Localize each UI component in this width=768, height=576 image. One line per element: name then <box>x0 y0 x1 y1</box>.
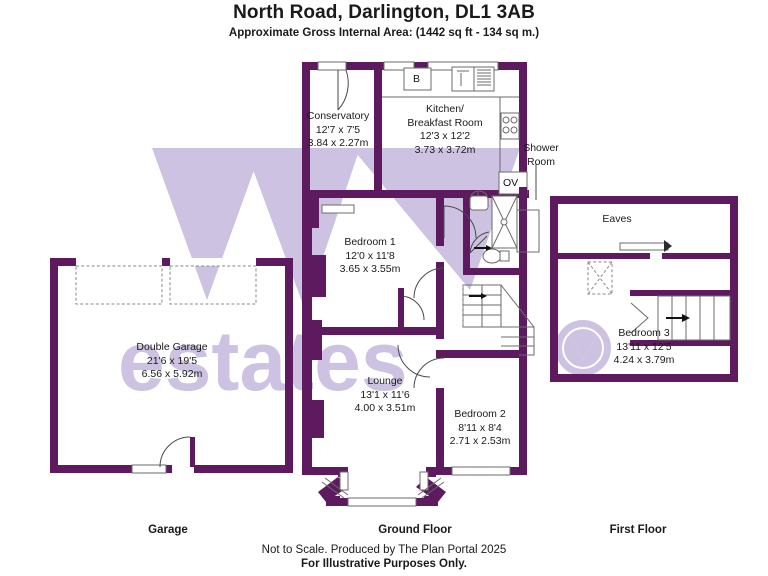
room-metric-double-garage: 6.56 x 5.92m <box>141 368 203 380</box>
room-metric-conservatory: 3.84 x 2.27m <box>307 137 369 149</box>
room-label-bedroom1: Bedroom 1 12'0 x 11'8 3.65 x 3.55m <box>310 236 430 277</box>
label-eaves: Eaves <box>588 213 646 227</box>
room-label-lounge: Lounge 13'1 x 11'6 4.00 x 3.51m <box>330 375 440 416</box>
room-label-bedroom2: Bedroom 2 8'11 x 8'4 2.71 x 2.53m <box>425 408 535 449</box>
shower-room-line2: Room <box>526 155 555 168</box>
room-metric-bedroom2: 2.71 x 2.53m <box>449 435 511 447</box>
page-title: North Road, Darlington, DL1 3AB <box>233 2 535 23</box>
room-metric-lounge: 4.00 x 3.51m <box>354 402 416 414</box>
room-name-bedroom3: Bedroom 3 <box>618 327 670 339</box>
room-name-kitchen-line1: Kitchen/ <box>426 103 464 115</box>
room-metric-bedroom3: 4.24 x 3.79m <box>613 354 675 366</box>
shower-room-line1: Shower <box>523 142 559 154</box>
room-name-kitchen-line2: Breakfast Room <box>407 116 483 129</box>
room-label-conservatory: Conservatory 12'7 x 7'5 3.84 x 2.27m <box>283 110 393 151</box>
room-label-kitchen: Kitchen/ Breakfast Room 12'3 x 12'2 3.73… <box>390 103 500 157</box>
room-name-bedroom1: Bedroom 1 <box>344 236 396 248</box>
boiler-tag: B <box>413 73 421 85</box>
room-name-bedroom2: Bedroom 2 <box>454 408 506 420</box>
room-imperial-conservatory: 12'7 x 7'5 <box>315 123 361 136</box>
room-imperial-kitchen: 12'3 x 12'2 <box>419 130 471 142</box>
label-shower-room: Shower Room <box>512 142 570 169</box>
room-imperial-bedroom1: 12'0 x 11'8 <box>345 249 395 262</box>
room-imperial-bedroom2: 8'11 x 8'4 <box>458 421 502 434</box>
room-label-double-garage: Double Garage 21'6 x 19'5 6.56 x 5.92m <box>112 341 232 382</box>
floor-caption-ground: Ground Floor <box>378 524 452 536</box>
room-name-lounge: Lounge <box>367 375 403 387</box>
eaves-label: Eaves <box>602 213 632 225</box>
footer-line-1: Not to Scale. Produced by The Plan Porta… <box>261 544 507 556</box>
floor-caption-first: First Floor <box>609 524 667 536</box>
oven-tag: OV <box>503 177 519 189</box>
garage-block <box>50 258 293 474</box>
room-label-bedroom3: Bedroom 3 13'11 x 12'5 4.24 x 3.79m <box>584 327 704 368</box>
footer-line-2: For Illustrative Purposes Only. <box>301 558 467 570</box>
room-imperial-lounge: 13'1 x 11'6 <box>360 388 410 401</box>
ground-floor-block <box>302 61 540 507</box>
room-name-conservatory: Conservatory <box>306 110 370 122</box>
room-metric-kitchen: 3.73 x 3.72m <box>414 143 476 156</box>
page-subtitle: Approximate Gross Internal Area: (1442 s… <box>228 27 540 39</box>
room-imperial-bedroom3: 13'11 x 12'5 <box>616 340 672 353</box>
room-name-double-garage: Double Garage <box>136 341 208 353</box>
room-metric-bedroom1: 3.65 x 3.55m <box>339 263 401 275</box>
first-floor-block <box>550 196 738 382</box>
room-imperial-double-garage: 21'6 x 19'5 <box>146 354 198 367</box>
floor-caption-garage: Garage <box>148 524 188 536</box>
